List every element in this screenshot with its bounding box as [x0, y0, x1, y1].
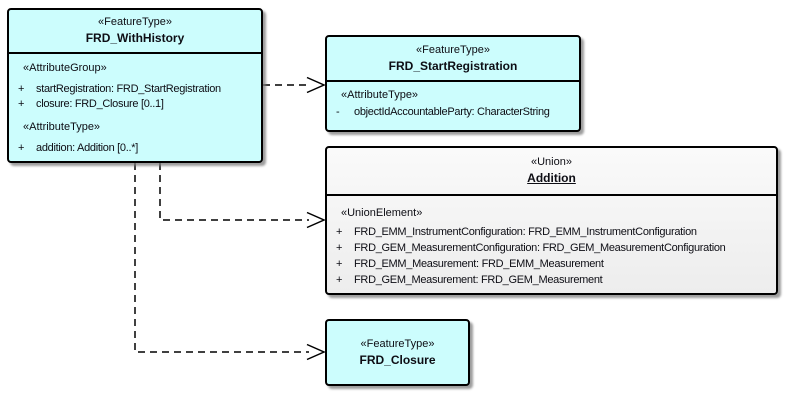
- open-arrowhead-icon: [306, 211, 326, 229]
- open-arrowhead-icon: [306, 76, 326, 94]
- attribute-row: + FRD_EMM_Measurement: FRD_EMM_Measureme…: [327, 256, 776, 272]
- dependency-line-withhistory-to-addition: [159, 163, 309, 221]
- attribute-text: FRD_EMM_Measurement: FRD_EMM_Measurement: [354, 258, 604, 270]
- class-attributes-compartment: «AttributeType» - objectIdAccountablePar…: [327, 82, 579, 120]
- class-attributes-compartment: «AttributeGroup» + startRegistration: FR…: [9, 54, 261, 156]
- class-box-addition: «Union» Addition «UnionElement» + FRD_EM…: [325, 146, 778, 295]
- class-stereotype: «FeatureType»: [98, 16, 172, 28]
- visibility-marker: +: [18, 142, 25, 154]
- class-name: FRD_WithHistory: [85, 31, 185, 45]
- attribute-row: + FRD_EMM_InstrumentConfiguration: FRD_E…: [327, 224, 776, 240]
- attribute-text: FRD_GEM_MeasurementConfiguration: FRD_GE…: [354, 242, 726, 254]
- visibility-marker: +: [336, 226, 343, 238]
- class-stereotype: «FeatureType»: [360, 337, 435, 350]
- attribute-row: + FRD_GEM_MeasurementConfiguration: FRD_…: [327, 240, 776, 256]
- class-title-compartment: «Union» Addition: [327, 148, 776, 196]
- visibility-marker: -: [336, 106, 340, 118]
- attribute-row: + addition: Addition [0..*]: [9, 141, 261, 156]
- stereotype-heading: «AttributeType»: [341, 89, 419, 101]
- class-attributes-compartment: «UnionElement» + FRD_EMM_InstrumentConfi…: [327, 196, 776, 288]
- class-stereotype: «Union»: [531, 156, 572, 168]
- attribute-row: + closure: FRD_Closure [0..1]: [9, 97, 261, 112]
- attribute-text: FRD_EMM_InstrumentConfiguration: FRD_EMM…: [354, 226, 697, 238]
- visibility-marker: +: [336, 274, 343, 286]
- stereotype-heading: «AttributeGroup»: [23, 62, 107, 74]
- class-title-compartment: «FeatureType» FRD_StartRegistration: [327, 37, 579, 82]
- class-title-compartment: «FeatureType» FRD_WithHistory: [9, 10, 261, 54]
- stereotype-heading: «AttributeType»: [23, 121, 101, 133]
- class-box-frd-withhistory: «FeatureType» FRD_WithHistory «Attribute…: [7, 8, 263, 163]
- class-title-compartment: «FeatureType» FRD_Closure: [327, 321, 468, 384]
- class-box-frd-closure: «FeatureType» FRD_Closure: [325, 319, 470, 386]
- class-name: FRD_Closure: [359, 352, 436, 367]
- attribute-text: closure: FRD_Closure [0..1]: [36, 98, 164, 110]
- attribute-text: objectIdAccountableParty: CharacterStrin…: [354, 106, 550, 118]
- dependency-line-withhistory-to-closure: [134, 163, 309, 353]
- class-name: FRD_StartRegistration: [388, 58, 518, 73]
- attribute-row: - objectIdAccountableParty: CharacterStr…: [327, 105, 579, 120]
- attribute-text: startRegistration: FRD_StartRegistration: [36, 83, 221, 95]
- attribute-row: + startRegistration: FRD_StartRegistrati…: [9, 82, 261, 97]
- class-name: Addition: [527, 171, 576, 185]
- stereotype-heading: «UnionElement»: [341, 207, 423, 219]
- visibility-marker: +: [18, 83, 25, 95]
- attribute-text: addition: Addition [0..*]: [36, 142, 138, 154]
- attribute-text: FRD_GEM_Measurement: FRD_GEM_Measurement: [354, 274, 603, 286]
- visibility-marker: +: [336, 258, 343, 270]
- class-box-frd-startregistration: «FeatureType» FRD_StartRegistration «Att…: [325, 35, 581, 132]
- attribute-row: + FRD_GEM_Measurement: FRD_GEM_Measureme…: [327, 272, 776, 288]
- visibility-marker: +: [18, 98, 25, 110]
- class-stereotype: «FeatureType»: [416, 43, 490, 56]
- visibility-marker: +: [336, 242, 343, 254]
- open-arrowhead-icon: [306, 343, 326, 361]
